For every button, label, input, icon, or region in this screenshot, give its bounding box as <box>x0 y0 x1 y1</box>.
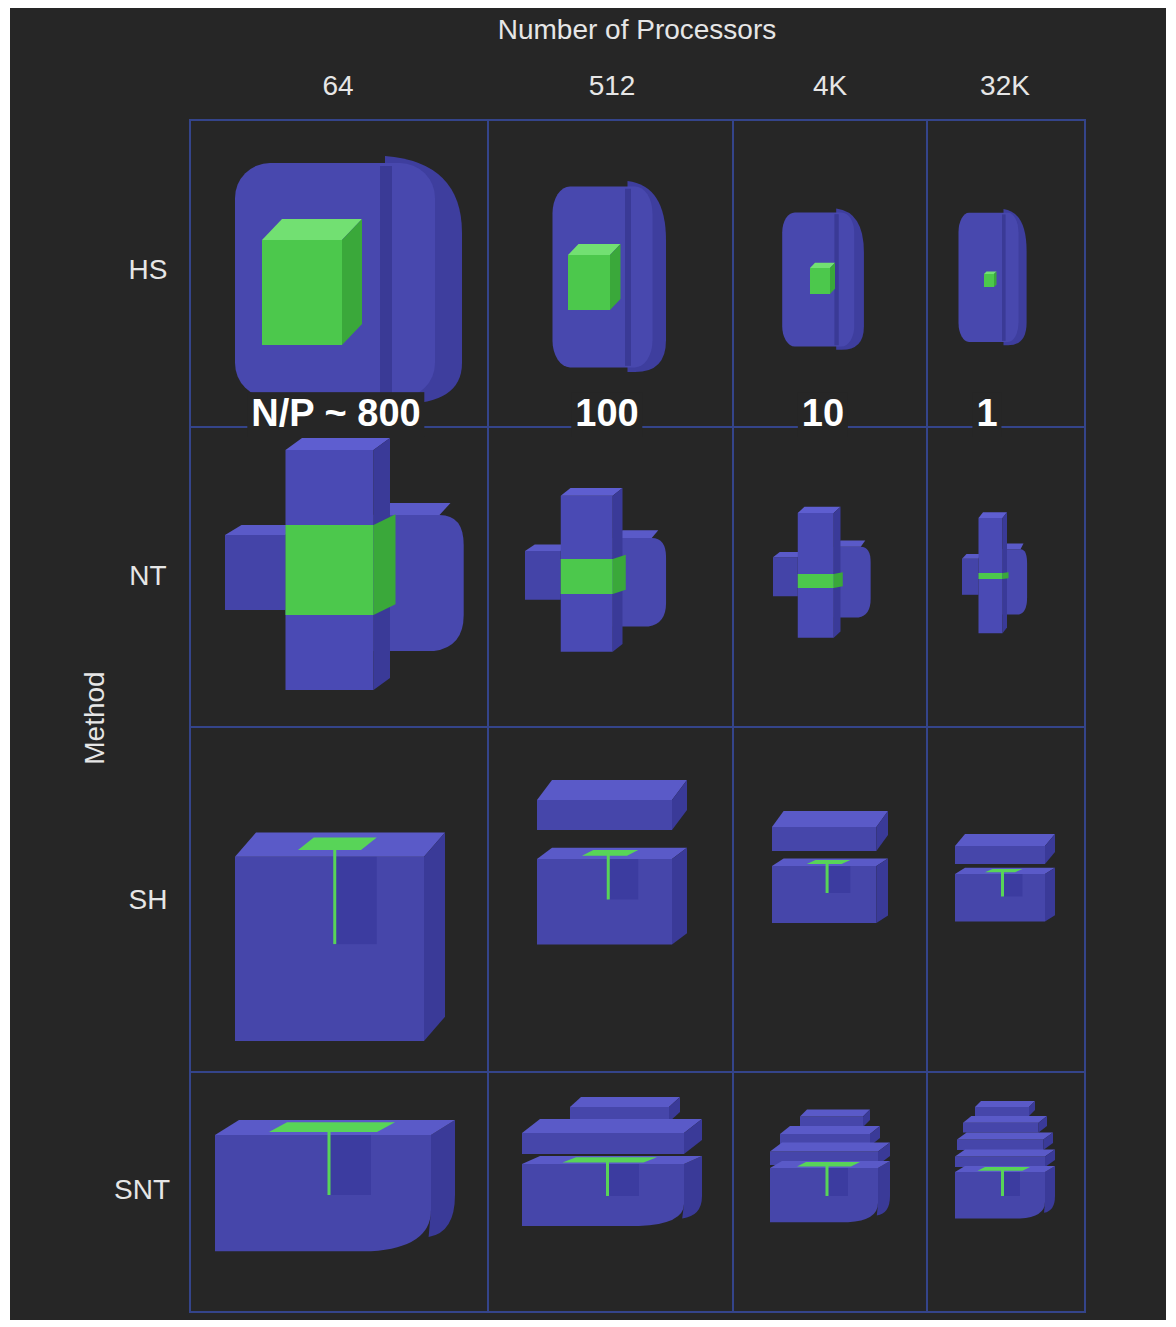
ratio-label: 100 <box>571 392 642 436</box>
axis-title: Method <box>79 671 111 764</box>
row-header: HS <box>129 254 168 286</box>
column-header: 32K <box>980 70 1030 102</box>
row-header: NT <box>129 560 166 592</box>
column-header: 64 <box>322 70 353 102</box>
axis-title: Number of Processors <box>498 14 777 46</box>
row-header: SNT <box>114 1174 170 1206</box>
ratio-label: N/P ~ 800 <box>247 392 424 436</box>
column-header: 512 <box>589 70 636 102</box>
ratio-label: 10 <box>798 392 848 436</box>
column-header: 4K <box>813 70 847 102</box>
ratio-label: 1 <box>972 392 1001 436</box>
row-header: SH <box>129 884 168 916</box>
